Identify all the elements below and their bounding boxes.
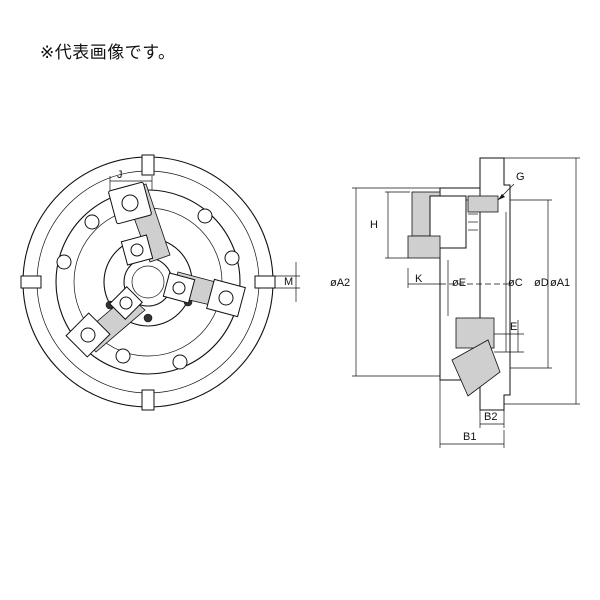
jaw-screw: [80, 327, 96, 343]
jaw-screw: [130, 243, 144, 257]
representative-image-note: ※代表画像です。: [40, 43, 176, 63]
front-view: J M: [20, 154, 300, 411]
jaw-screw: [172, 281, 186, 295]
label-H: H: [370, 219, 378, 231]
rim-slot-right: [254, 275, 276, 289]
jaw-screw: [121, 194, 139, 212]
mount-hole: [84, 214, 100, 230]
jaw-screw: [218, 290, 234, 306]
mount-hole: [224, 250, 240, 266]
label-phiC: øC: [508, 277, 523, 289]
label-G: G: [516, 171, 525, 183]
bolt-G: [467, 195, 499, 213]
label-J: J: [117, 169, 123, 181]
bolt: [143, 313, 153, 323]
jaw-upper-step: [407, 235, 441, 259]
rim-slot-top: [141, 154, 155, 176]
bore-inner: [131, 265, 165, 299]
label-phiE: øE: [452, 277, 466, 289]
label-M: M: [284, 276, 293, 288]
rim-slot-bottom: [141, 389, 155, 411]
label-phiD: øD: [534, 277, 549, 289]
label-B2: B2: [484, 411, 497, 423]
side-view: H K øA2 øE øC øD øA1 G E: [330, 157, 580, 448]
mount-hole: [115, 348, 131, 364]
label-phiA1: øA1: [550, 277, 570, 289]
mount-hole: [197, 208, 213, 224]
mount-hole: [56, 254, 72, 270]
label-B1: B1: [463, 431, 476, 443]
label-K: K: [415, 273, 423, 285]
mount-hole: [172, 354, 188, 370]
label-E: E: [510, 321, 517, 333]
jaw-screw: [119, 296, 133, 310]
rim-slot-left: [20, 275, 42, 289]
label-phiA2: øA2: [330, 277, 350, 289]
jaw-lower-angled: [451, 339, 501, 397]
